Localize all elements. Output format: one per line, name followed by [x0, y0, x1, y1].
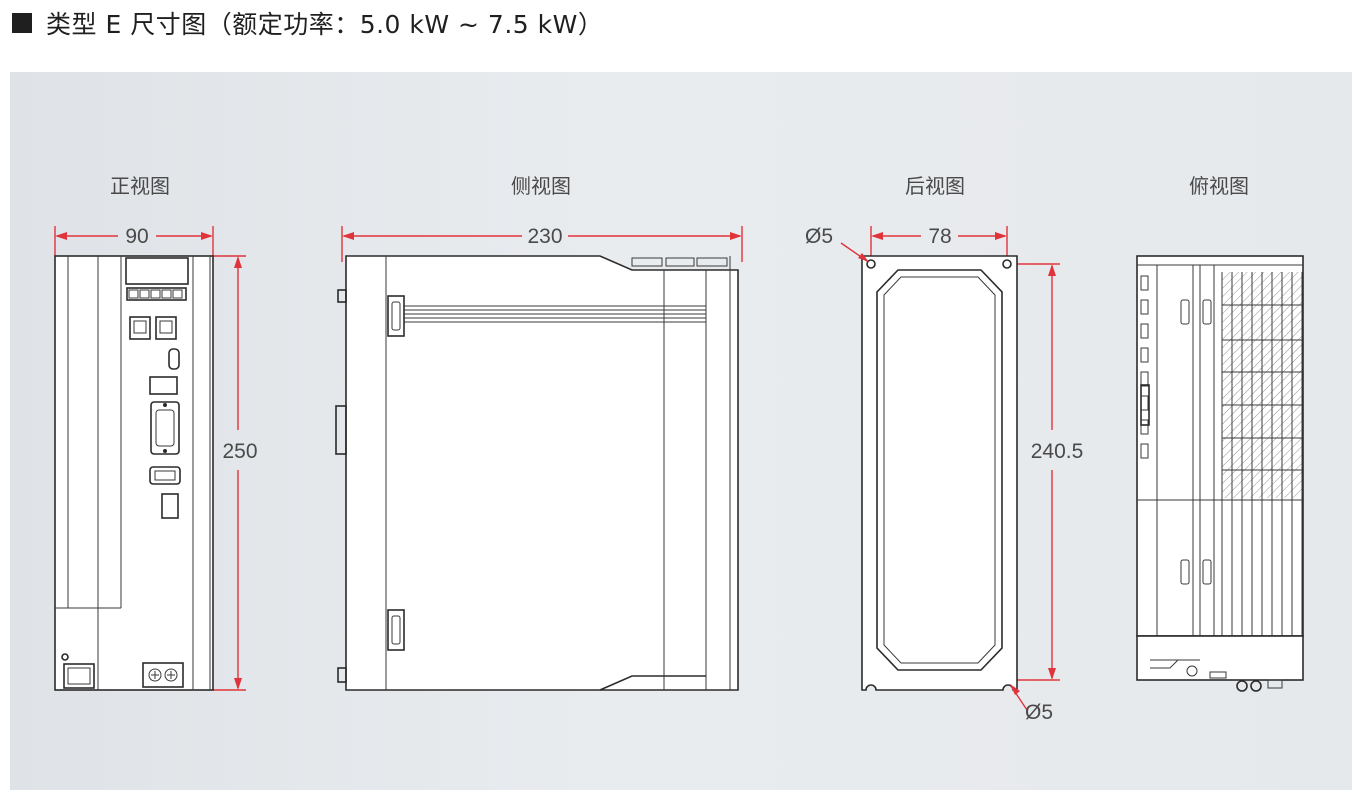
front-width-label: 90: [125, 225, 148, 248]
hole-callout-bottom: Ø5: [1010, 684, 1053, 724]
usb-c-port: [168, 348, 180, 370]
side-stripe: [404, 305, 706, 323]
keypad-buttons: [126, 287, 187, 301]
page-title: 类型 E 尺寸图（额定功率：5.0 kW ~ 7.5 kW）: [46, 10, 604, 39]
power-terminal: [142, 662, 184, 688]
side-chamfer: [599, 675, 706, 691]
rear-window: [876, 269, 1003, 671]
top-bottom-base: [1136, 635, 1304, 692]
rear-hole-pitch-label: 240.5: [1031, 440, 1084, 463]
side-view-title: 侧视图: [511, 174, 571, 198]
db-connector: [150, 401, 180, 455]
rear-plate: [861, 255, 1018, 691]
side-body: [345, 255, 739, 691]
square-bullet-icon: [12, 13, 32, 33]
aux-port: [149, 376, 178, 395]
rj45-ports: [129, 316, 177, 340]
front-view-title: 正视图: [110, 174, 170, 198]
display-window: [125, 257, 189, 285]
top-side-port: [1140, 384, 1150, 426]
side-bracket-1: [337, 289, 347, 303]
side-bracket-2: [335, 405, 347, 455]
rear-view: 后视图 78 240.5: [805, 174, 1083, 724]
side-view: 侧视图 230: [335, 174, 743, 691]
rear-hole-top-right: [1002, 259, 1012, 269]
rear-hole-pitch-dimension: 240.5: [1009, 263, 1084, 681]
top-view-title: 俯视图: [1189, 174, 1249, 198]
status-led: [61, 653, 69, 661]
side-top-vents: [631, 257, 728, 267]
hole-top-label: Ø5: [805, 225, 833, 248]
front-view: 正视图 90 250: [54, 174, 258, 691]
header: 类型 E 尺寸图（额定功率：5.0 kW ~ 7.5 kW）: [12, 6, 603, 40]
front-height-label: 250: [222, 440, 257, 463]
top-view: 俯视图: [1136, 174, 1304, 692]
top-fin-grid: [1221, 272, 1303, 636]
front-height-dimension: 250: [213, 255, 258, 691]
side-width-label: 230: [527, 225, 562, 248]
side-width-dimension: 230: [341, 225, 743, 262]
rear-hole-top-left: [866, 259, 876, 269]
front-width-dimension: 90: [54, 225, 214, 256]
encoder-connector: [149, 466, 181, 485]
side-bracket-3: [337, 667, 347, 683]
rear-view-title: 后视图: [905, 174, 965, 198]
hole-callout-top: Ø5: [805, 225, 869, 262]
hole-bottom-label: Ø5: [1025, 701, 1053, 724]
rear-hole-spacing-label: 78: [928, 225, 951, 248]
io-port: [161, 493, 179, 519]
bottom-button: [63, 663, 95, 689]
top-left-slots: [1140, 275, 1212, 585]
